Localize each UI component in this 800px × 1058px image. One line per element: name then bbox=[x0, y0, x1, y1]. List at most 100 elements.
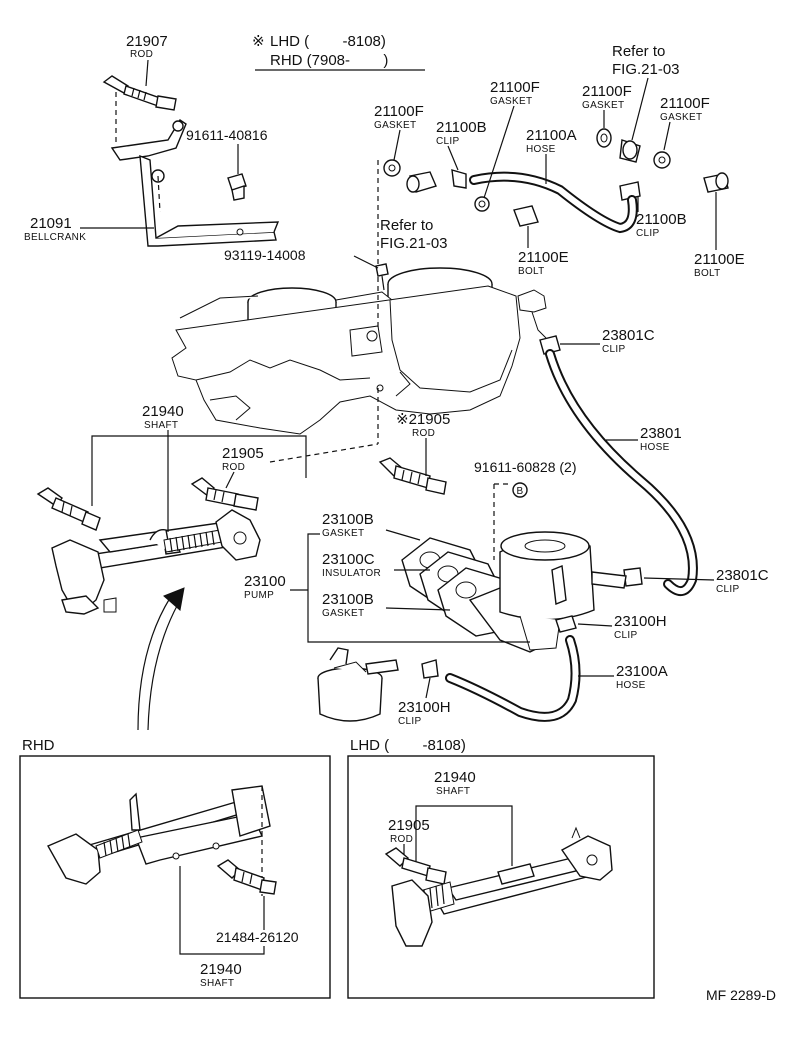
callout-23801: 23801 HOSE bbox=[606, 425, 682, 453]
hose-21100a-drawing bbox=[469, 171, 638, 234]
label-21100f-3: 21100F bbox=[582, 83, 632, 100]
label-23100b-1-name: GASKET bbox=[322, 528, 364, 539]
rhd-panel: RHD 21484-26120 21940 SHAFT bbox=[19, 737, 331, 999]
label-21905-star: ※21905 bbox=[396, 411, 450, 428]
callout-21905-star: ※21905 ROD bbox=[396, 411, 450, 476]
callout-21100f-1: 21100F GASKET bbox=[374, 103, 424, 161]
callout-21100a-1: 21100A HOSE bbox=[526, 127, 577, 184]
header-mark: ※ bbox=[252, 33, 265, 50]
label-23100b-1: 23100B bbox=[322, 511, 374, 528]
callout-21905-main: 21905 ROD bbox=[222, 445, 264, 489]
label-21100f-4: 21100F bbox=[660, 95, 710, 112]
label-21907-name: ROD bbox=[130, 49, 153, 60]
callout-refer-1: Refer to FIG.21-03 bbox=[612, 43, 680, 141]
label-rhd-21940: 21940 bbox=[200, 961, 242, 978]
label-21905-main-name: ROD bbox=[222, 462, 245, 473]
label-21091-name: BELLCRANK bbox=[24, 232, 86, 243]
label-21091: 21091 bbox=[30, 215, 72, 232]
label-21100e-2-name: BOLT bbox=[694, 268, 721, 279]
label-23100a: 23100A bbox=[616, 663, 668, 680]
callout-21100e-2: 21100E BOLT bbox=[694, 192, 745, 279]
bolt-91611-40816-drawing bbox=[227, 173, 247, 201]
label-23801c-1: 23801C bbox=[602, 327, 655, 344]
rhd-rod-drawing bbox=[216, 859, 277, 895]
label-23100: 23100 bbox=[244, 573, 286, 590]
callout-21940-main: 21940 SHAFT bbox=[91, 403, 307, 532]
label-lhd-21905-name: ROD bbox=[390, 834, 413, 845]
label-93119-14008: 93119-14008 bbox=[224, 247, 306, 263]
label-lhd-21940-name: SHAFT bbox=[436, 786, 470, 797]
label-21100f-2-name: GASKET bbox=[490, 96, 532, 107]
leader-rhd-21940 bbox=[179, 866, 265, 955]
label-21940-main: 21940 bbox=[142, 403, 184, 420]
label-lhd-21905: 21905 bbox=[388, 817, 430, 834]
label-21905-star-name: ROD bbox=[412, 428, 435, 439]
header-rhd-line: RHD (7908- ) bbox=[270, 52, 388, 69]
label-refer-1-line1: Refer to bbox=[612, 43, 665, 60]
label-23801: 23801 bbox=[640, 425, 682, 442]
hose-23100a-drawing bbox=[421, 635, 581, 722]
callout-23801c-2: 23801C CLIP bbox=[643, 567, 769, 595]
rhd-shaft-drawing bbox=[47, 785, 271, 896]
label-21100e-1-name: BOLT bbox=[518, 266, 545, 277]
lhd-panel-title: LHD ( -8108) bbox=[350, 737, 466, 754]
callout-91611-40816: 91611-40816 bbox=[186, 127, 268, 174]
fuel-filter-drawing bbox=[317, 647, 399, 722]
label-23801-name: HOSE bbox=[640, 442, 670, 453]
label-21100f-3-name: GASKET bbox=[582, 100, 624, 111]
callout-21100f-4: 21100F GASKET bbox=[660, 95, 710, 151]
callout-23100h-2: 23100H CLIP bbox=[398, 677, 451, 727]
dash-to-shaft bbox=[269, 443, 379, 463]
label-lhd-21940: 21940 bbox=[434, 769, 476, 786]
label-21100b-1: 21100B bbox=[436, 119, 487, 136]
label-21100b-2-name: CLIP bbox=[636, 228, 659, 239]
label-21100b-2: 21100B bbox=[636, 211, 687, 228]
label-23100h-1: 23100H bbox=[614, 613, 667, 630]
label-21484-26120: 21484-26120 bbox=[216, 929, 299, 945]
label-23100h-1-name: CLIP bbox=[614, 630, 637, 641]
arrow-to-shaft bbox=[137, 587, 185, 731]
callout-21100e-1: 21100E BOLT bbox=[518, 226, 569, 277]
label-refer-2-line2: FIG.21-03 bbox=[380, 235, 448, 252]
callout-93119-14008: 93119-14008 bbox=[224, 247, 379, 269]
label-23100-name: PUMP bbox=[244, 590, 274, 601]
shaft-21940-drawing bbox=[36, 477, 261, 615]
callout-21100f-3: 21100F GASKET bbox=[582, 83, 632, 128]
callout-91611-60828: 91611-60828 (2) B bbox=[474, 459, 576, 498]
label-21905-main: 21905 bbox=[222, 445, 264, 462]
lhd-shaft-drawing bbox=[384, 826, 613, 947]
label-21100a-1-name: HOSE bbox=[526, 144, 556, 155]
callout-23100h-1: 23100H CLIP bbox=[577, 613, 667, 641]
label-21100f-1-name: GASKET bbox=[374, 120, 416, 131]
callout-23100b-2: 23100B GASKET bbox=[322, 591, 451, 619]
screw-93119-14008-drawing bbox=[375, 263, 389, 291]
rod-21905-star-drawing bbox=[378, 457, 447, 495]
callout-23100: 23100 PUMP bbox=[244, 533, 530, 643]
label-23100h-2: 23100H bbox=[398, 699, 451, 716]
label-21907: 21907 bbox=[126, 33, 168, 50]
pump-23100-drawing bbox=[401, 531, 627, 653]
callout-21091: 21091 BELLCRANK bbox=[24, 215, 154, 243]
label-21100f-2: 21100F bbox=[490, 79, 540, 96]
callout-23100a: 23100A HOSE bbox=[578, 663, 668, 691]
label-91611-40816: 91611-40816 bbox=[186, 127, 268, 143]
callout-21907: 21907 ROD bbox=[126, 33, 168, 87]
label-23100h-2-name: CLIP bbox=[398, 716, 421, 727]
bellcrank-drawing bbox=[110, 119, 280, 247]
label-21100b-1-name: CLIP bbox=[436, 136, 459, 147]
label-21100a-1: 21100A bbox=[526, 127, 577, 144]
label-23100a-name: HOSE bbox=[616, 680, 646, 691]
rhd-panel-title: RHD bbox=[22, 737, 55, 754]
leader-lhd-21940 bbox=[415, 805, 513, 870]
circle-b-marker bbox=[512, 482, 528, 498]
label-23100b-2: 23100B bbox=[322, 591, 374, 608]
label-rhd-21940-name: SHAFT bbox=[200, 978, 234, 989]
label-91611-60828: 91611-60828 (2) bbox=[474, 459, 576, 475]
callout-21100b-1: 21100B CLIP bbox=[436, 119, 487, 171]
callout-21100b-2: 21100B CLIP bbox=[636, 196, 687, 239]
lhd-panel: LHD ( -8108) 21940 SHAFT 21905 ROD bbox=[347, 737, 655, 999]
callout-23100b-1: 23100B GASKET bbox=[322, 511, 421, 541]
footer-code: MF 2289-D bbox=[706, 987, 776, 1003]
